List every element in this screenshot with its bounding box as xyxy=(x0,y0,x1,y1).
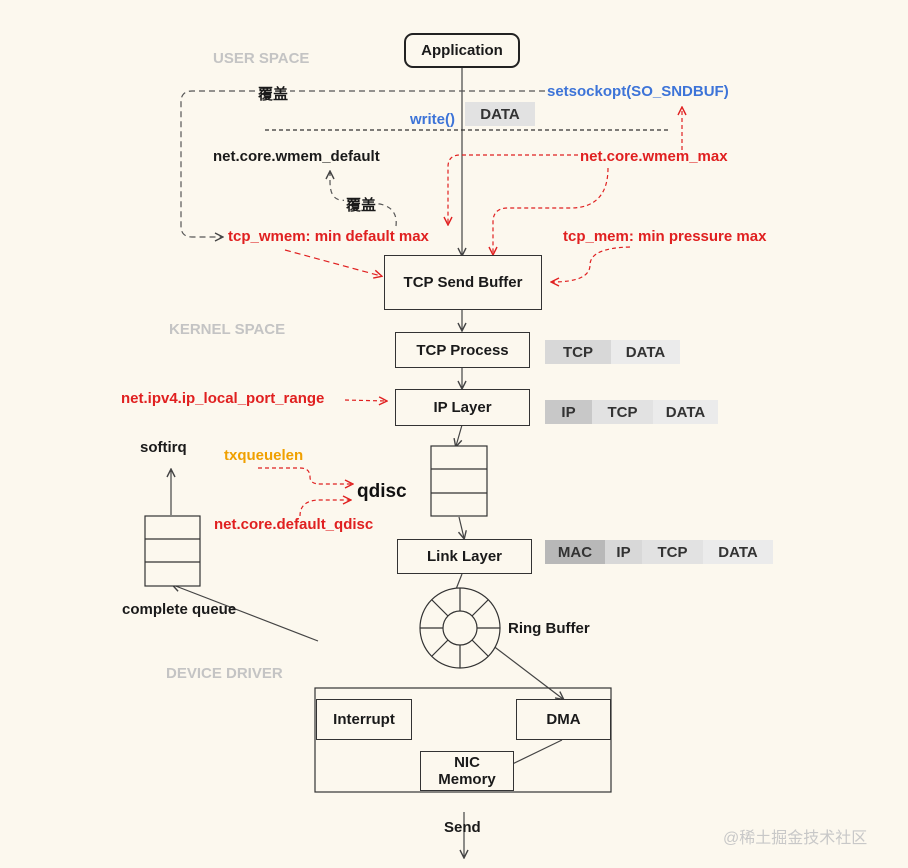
link-mac-cell: MAC xyxy=(545,540,605,564)
user-space-label: USER SPACE xyxy=(213,50,310,67)
txqueuelen-label: txqueuelen xyxy=(224,447,304,464)
ring-buffer-label: Ring Buffer xyxy=(508,620,590,637)
cover-label-1: 覆盖 xyxy=(256,83,291,104)
watermark: @稀土掘金技术社区 xyxy=(723,830,868,847)
red-wmem-max-to-buffer xyxy=(493,167,609,254)
arrow-qdisc-to-link xyxy=(459,516,464,538)
nic-memory-line1: NIC xyxy=(454,754,480,771)
complete-queue-box xyxy=(144,515,201,587)
tcp-send-buffer-node: TCP Send Buffer xyxy=(384,255,542,310)
softirq-label: softirq xyxy=(140,439,187,456)
red-port-range-to-ip xyxy=(344,400,386,401)
default-qdisc-label: net.core.default_qdisc xyxy=(214,516,374,533)
interrupt-node: Interrupt xyxy=(316,699,412,740)
link-layer-node: Link Layer xyxy=(397,539,532,574)
qdisc-label: qdisc xyxy=(357,481,407,502)
dma-node: DMA xyxy=(516,699,611,740)
cover-label-2: 覆盖 xyxy=(344,194,379,215)
qdisc-queue xyxy=(430,445,488,517)
arrow-ip-to-qdisc xyxy=(456,424,463,446)
data-cell-user: DATA xyxy=(465,102,535,126)
write-call-label: write() xyxy=(410,111,455,128)
red-wmem-max-to-tcp-wmem xyxy=(448,154,578,224)
ip-tcp-cell: TCP xyxy=(592,400,653,424)
send-label: Send xyxy=(444,819,481,836)
tcp-data-cell: DATA xyxy=(611,340,680,364)
nic-memory-node: NIC Memory xyxy=(420,751,514,791)
device-driver-label: DEVICE DRIVER xyxy=(166,665,283,682)
kernel-space-label: KERNEL SPACE xyxy=(169,321,286,338)
dashed-cover-path xyxy=(180,90,545,237)
red-tcp-wmem-to-buffer xyxy=(284,249,381,276)
red-tcp-mem-to-buffer xyxy=(552,246,631,282)
dashed-cover-wmem-default xyxy=(330,172,397,227)
port-range-label: net.ipv4.ip_local_port_range xyxy=(121,390,325,407)
link-data-cell: DATA xyxy=(703,540,773,564)
wmem-max-label: net.core.wmem_max xyxy=(580,148,728,165)
ring-buffer-icon xyxy=(419,587,501,669)
ip-header-cell: IP xyxy=(545,400,592,424)
nic-memory-line2: Memory xyxy=(438,771,496,788)
arrow-ring-to-dma xyxy=(491,644,563,699)
link-tcp-cell: TCP xyxy=(642,540,703,564)
application-node: Application xyxy=(404,33,520,68)
link-ip-cell: IP xyxy=(605,540,642,564)
device-driver-box xyxy=(314,687,612,793)
tcp-wmem-label: tcp_wmem: min default max xyxy=(228,228,429,245)
red-default-qdisc-to-qdisc xyxy=(299,500,350,517)
ip-layer-node: IP Layer xyxy=(395,389,530,426)
arrow-ring-to-complete-queue xyxy=(173,585,319,642)
tcp-header-cell: TCP xyxy=(545,340,611,364)
wmem-default-label: net.core.wmem_default xyxy=(213,148,380,165)
setsockopt-label: setsockopt(SO_SNDBUF) xyxy=(547,83,729,100)
red-txqueuelen-to-qdisc xyxy=(258,467,352,484)
tcp-mem-label: tcp_mem: min pressure max xyxy=(563,228,767,245)
complete-queue-label: complete queue xyxy=(122,601,237,618)
tcp-process-node: TCP Process xyxy=(395,332,530,368)
ip-data-cell: DATA xyxy=(653,400,718,424)
